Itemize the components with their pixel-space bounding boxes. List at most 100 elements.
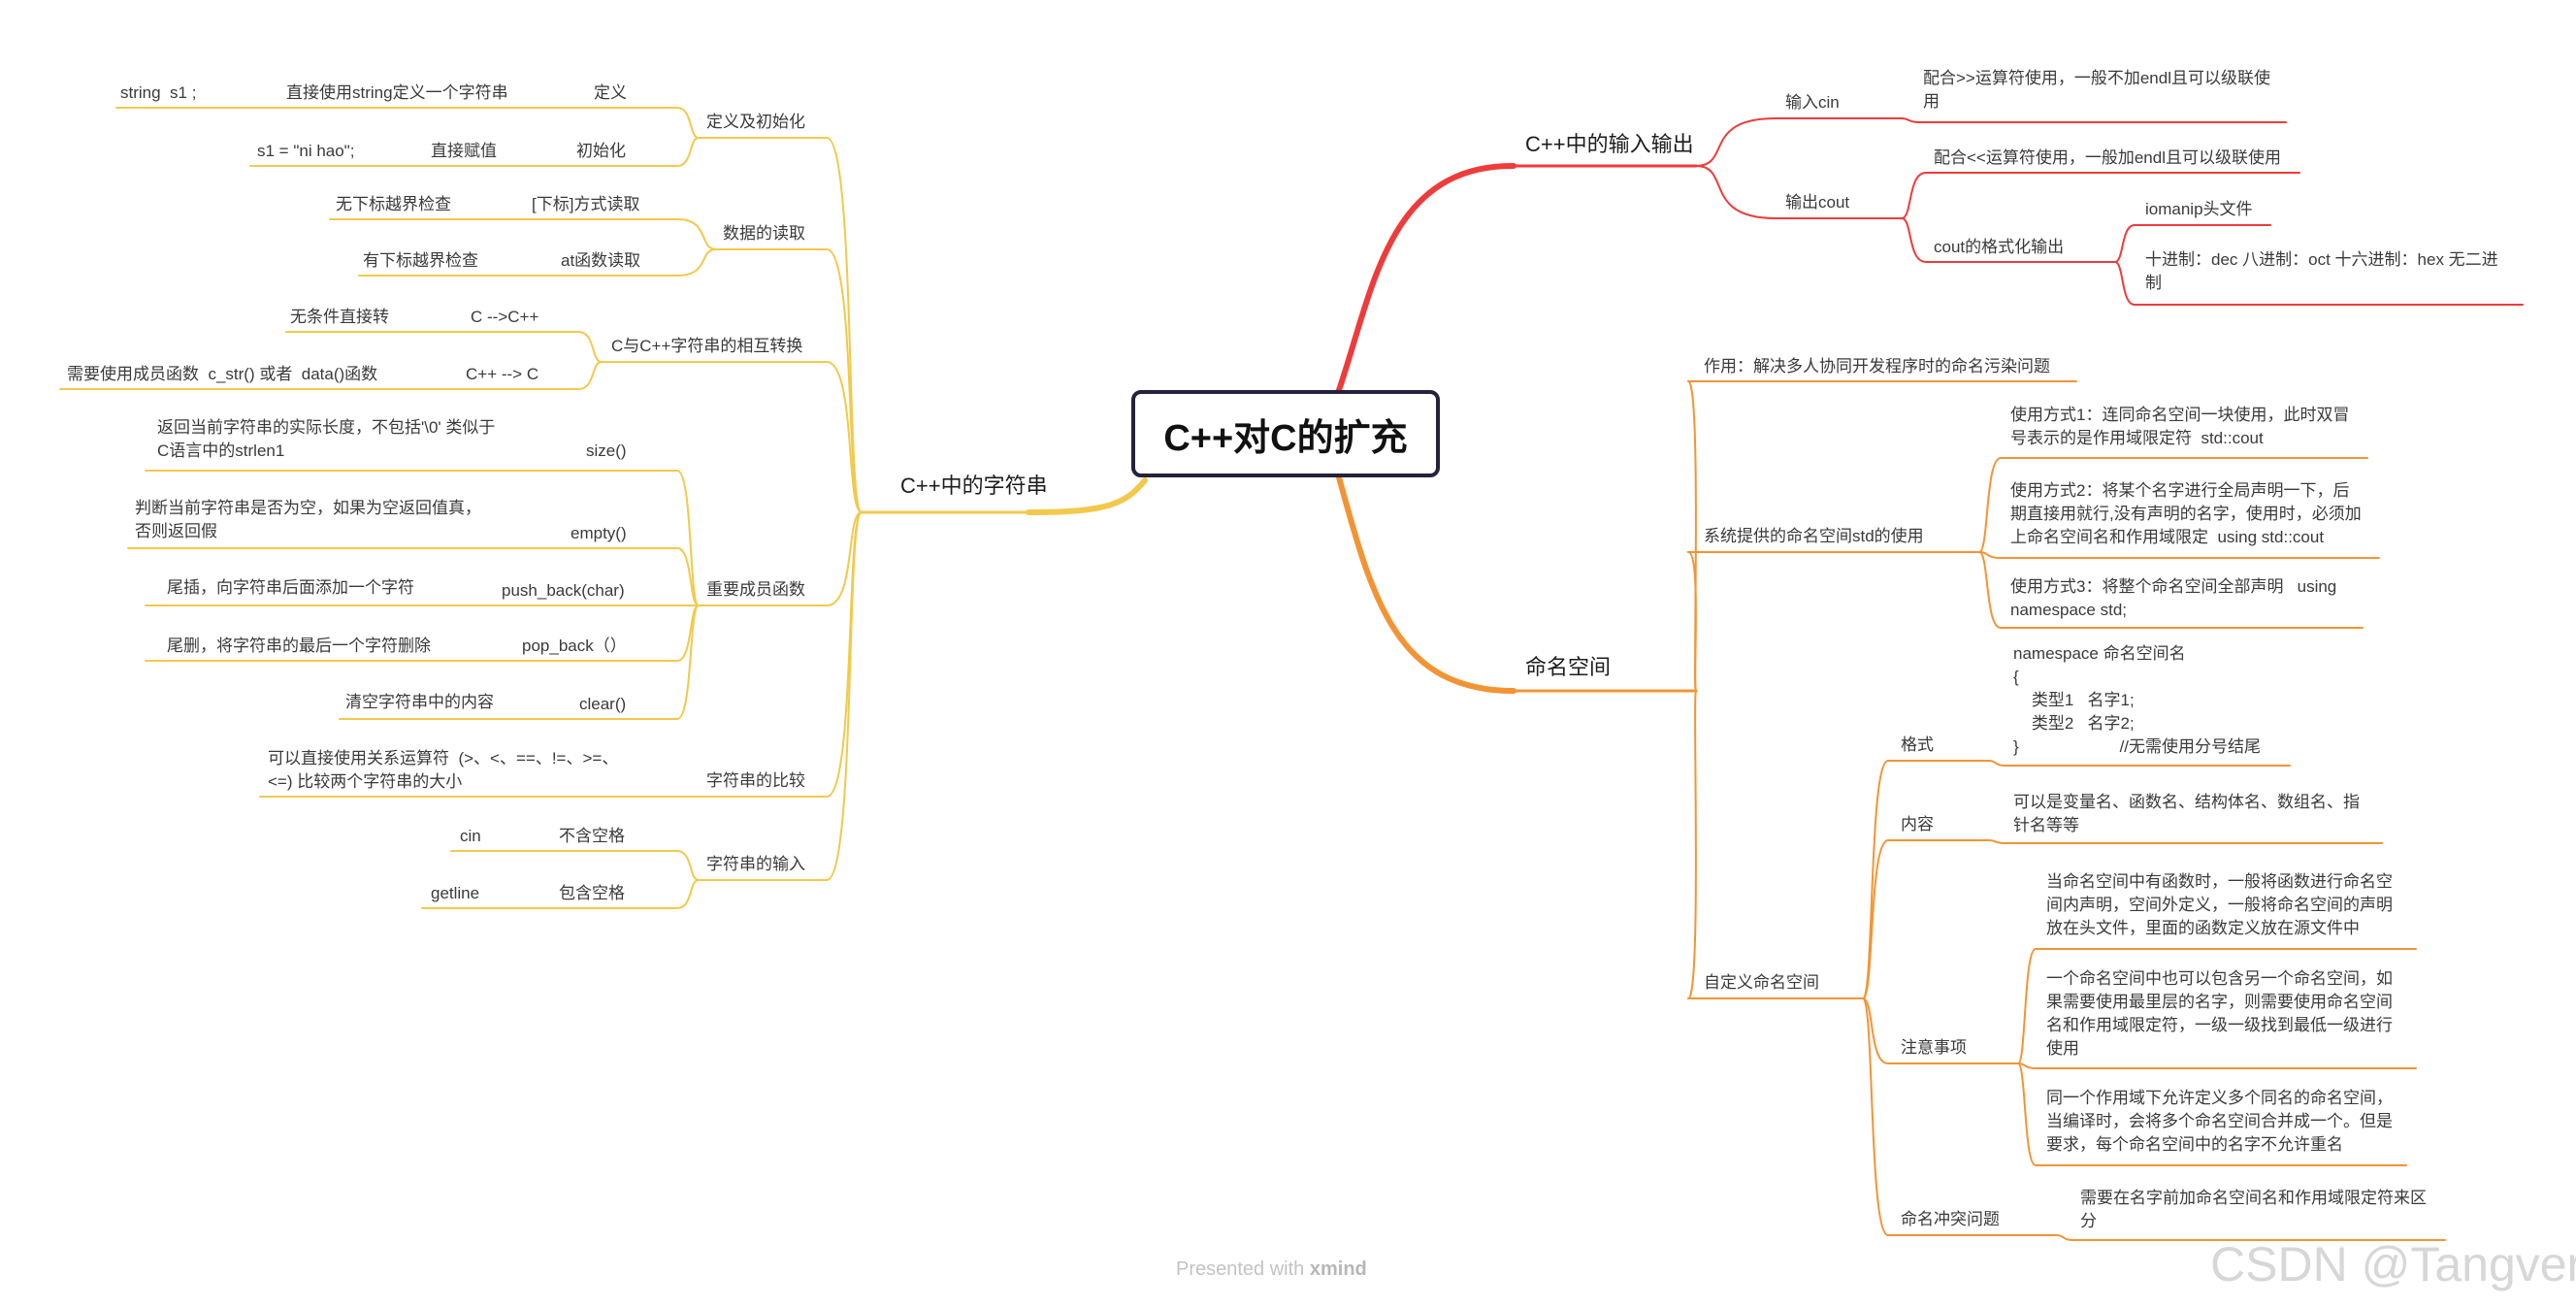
branch-curve (2017, 948, 2037, 1064)
branch-curve (676, 879, 700, 909)
topic-content[interactable]: 内容 (1901, 815, 1934, 833)
branch-curve (676, 850, 700, 881)
cout-desc[interactable]: 配合<<运算符使用，一般加endl且可以级联使用 (1934, 148, 2281, 167)
main-branch-string (1026, 477, 1148, 515)
member-desc-1[interactable]: 返回当前字符串的实际长度，不包括'\0' 类似于 C语言中的strlen1 (157, 418, 496, 460)
main-branch-io (1336, 162, 1516, 393)
branch-curve (1901, 172, 1927, 219)
branch-curve (1901, 117, 1920, 123)
read-desc-1[interactable]: 无下标越界检查 (336, 195, 451, 213)
branch-curve (1978, 457, 2002, 553)
member-tag-4[interactable]: pop_back（） (522, 637, 627, 655)
def-code-1[interactable]: string s1 ; (120, 83, 197, 102)
branch-curve (1862, 997, 1889, 1064)
topic-comparison[interactable]: 字符串的比较 (706, 771, 805, 790)
conflict-desc[interactable]: 需要在名字前加命名空间名和作用域限定符来区 分 (2080, 1189, 2427, 1230)
read-tag-1[interactable]: [下标]方式读取 (532, 195, 640, 213)
branch-curve (1695, 165, 1777, 219)
note-3[interactable]: 同一个作用域下允许定义多个同名的命名空间， 当编译时，会将多个命名空间合并成一个… (2046, 1089, 2393, 1154)
branch-curve (1862, 839, 1889, 999)
topic-def-init[interactable]: 定义及初始化 (706, 113, 805, 131)
branch-curve (2114, 224, 2136, 263)
topic-std-usage[interactable]: 系统提供的命名空间std的使用 (1704, 527, 1924, 545)
branch-curve (676, 218, 717, 250)
def-desc-2[interactable]: 直接赋值 (431, 142, 497, 160)
branch-curve (676, 470, 700, 606)
branch-curve (826, 361, 863, 513)
topic-cout[interactable]: 输出cout (1785, 193, 1850, 212)
member-tag-1[interactable]: size() (586, 441, 627, 460)
branch-curve (826, 511, 863, 881)
branch-curve (1978, 551, 2002, 629)
topic-namespace[interactable]: 命名空间 (1525, 655, 1612, 679)
branch-curve (826, 511, 863, 606)
branch-curve (577, 361, 603, 390)
member-tag-2[interactable]: empty() (571, 524, 627, 542)
def-tag-1[interactable]: 定义 (594, 83, 627, 102)
def-tag-2[interactable]: 初始化 (576, 142, 626, 160)
branch-curve (2056, 1234, 2073, 1241)
branch-curve (1988, 839, 2005, 844)
conv-tag-1[interactable]: C -->C++ (471, 308, 539, 326)
footer-prefix: Presented with (1176, 1258, 1310, 1280)
input-tag-2[interactable]: 包含空格 (559, 884, 625, 902)
std-way-1[interactable]: 使用方式1：连同命名空间一块使用，此时双冒 号表示的是作用域限定符 std::c… (2010, 406, 2350, 447)
topic-data-read[interactable]: 数据的读取 (723, 224, 805, 243)
topic-conversion[interactable]: C与C++字符串的相互转换 (611, 337, 803, 355)
comparison-desc[interactable]: 可以直接使用关系运算符 (>、<、==、!=、>=、 <=) 比较两个字符串的大… (268, 749, 619, 791)
topic-string[interactable]: C++中的字符串 (900, 474, 1048, 498)
member-tag-3[interactable]: push_back(char) (502, 581, 625, 600)
input-tag-1[interactable]: 不含空格 (559, 827, 625, 845)
branch-curve (676, 248, 717, 277)
branch-curve (2017, 1062, 2037, 1166)
ns-purpose[interactable]: 作用：解决多人协同开发程序时的命名污染问题 (1704, 357, 2050, 376)
cin-desc[interactable]: 配合>>运算符使用，一般不加endl且可以级联使 用 (1923, 69, 2270, 111)
topic-cin[interactable]: 输入cin (1785, 93, 1840, 112)
input-code-2[interactable]: getline (431, 884, 480, 902)
topic-format[interactable]: 格式 (1901, 735, 1934, 754)
std-way-2[interactable]: 使用方式2：将某个名字进行全局声明一下，后 期直接用就行,没有声明的名字，使用时… (2010, 481, 2362, 546)
std-way-3[interactable]: 使用方式3：将整个命名空间全部声明 using namespace std; (2010, 577, 2337, 619)
topic-cout-format[interactable]: cout的格式化输出 (1934, 238, 2065, 256)
topic-notes[interactable]: 注意事项 (1901, 1038, 1967, 1057)
root-topic[interactable]: C++对C的扩充 (1131, 390, 1440, 477)
branch-curve (676, 137, 700, 167)
topic-custom-namespace[interactable]: 自定义命名空间 (1704, 973, 1819, 992)
member-desc-3[interactable]: 尾插，向字符串后面添加一个字符 (167, 578, 414, 597)
conv-tag-2[interactable]: C++ --> C (466, 365, 539, 383)
iomanip-header[interactable]: iomanip头文件 (2145, 200, 2253, 218)
member-desc-4[interactable]: 尾删，将字符串的最后一个字符删除 (167, 637, 431, 655)
topic-member-functions[interactable]: 重要成员函数 (706, 580, 805, 599)
note-1[interactable]: 当命名空间中有函数时，一般将函数进行命名空 间内声明，空间外定义，一般将命名空间… (2046, 872, 2393, 937)
input-code-1[interactable]: cin (460, 827, 481, 845)
format-code[interactable]: namespace 命名空间名 { 类型1 名字1; 类型2 名字2; } //… (2013, 644, 2262, 756)
member-desc-2[interactable]: 判断当前字符串是否为空，如果为空返回值真， 否则返回假 (135, 499, 481, 540)
member-tag-5[interactable]: clear() (579, 695, 627, 713)
def-code-2[interactable]: s1 = "ni hao"; (257, 142, 355, 160)
number-bases[interactable]: 十进制：dec 八进制：oct 十六进制：hex 无二进 制 (2145, 250, 2498, 292)
branch-curve (1988, 760, 2005, 767)
footer-credit: Presented with xmind (1176, 1258, 1367, 1281)
branch-curve (1901, 217, 1927, 263)
branch-curve (1862, 997, 1889, 1236)
content-desc[interactable]: 可以是变量名、函数名、结构体名、数组名、指 针名等等 (2013, 793, 2360, 834)
conv-desc-1[interactable]: 无条件直接转 (290, 308, 389, 326)
watermark: CSDN @Tangver (2210, 1237, 2576, 1291)
branch-curve (1687, 551, 1697, 692)
branch-curve (676, 547, 700, 606)
member-desc-5[interactable]: 清空字符串中的内容 (345, 693, 494, 711)
read-desc-2[interactable]: 有下标越界检查 (363, 251, 478, 270)
xmind-brand: xmind (1309, 1258, 1367, 1280)
branch-curve (826, 511, 863, 798)
def-desc-1[interactable]: 直接使用string定义一个字符串 (286, 83, 508, 102)
branch-curve (826, 137, 863, 513)
topic-string-input[interactable]: 字符串的输入 (706, 855, 805, 873)
read-tag-2[interactable]: at函数读取 (561, 251, 641, 270)
note-2[interactable]: 一个命名空间中也可以包含另一个命名空间，如 果需要使用最里层的名字，则需要使用命… (2046, 969, 2393, 1058)
topic-name-conflict[interactable]: 命名冲突问题 (1901, 1210, 2000, 1228)
branch-curve (2114, 261, 2136, 306)
topic-io[interactable]: C++中的输入输出 (1525, 132, 1694, 156)
conv-desc-2[interactable]: 需要使用成员函数 c_str() 或者 data()函数 (67, 365, 378, 383)
